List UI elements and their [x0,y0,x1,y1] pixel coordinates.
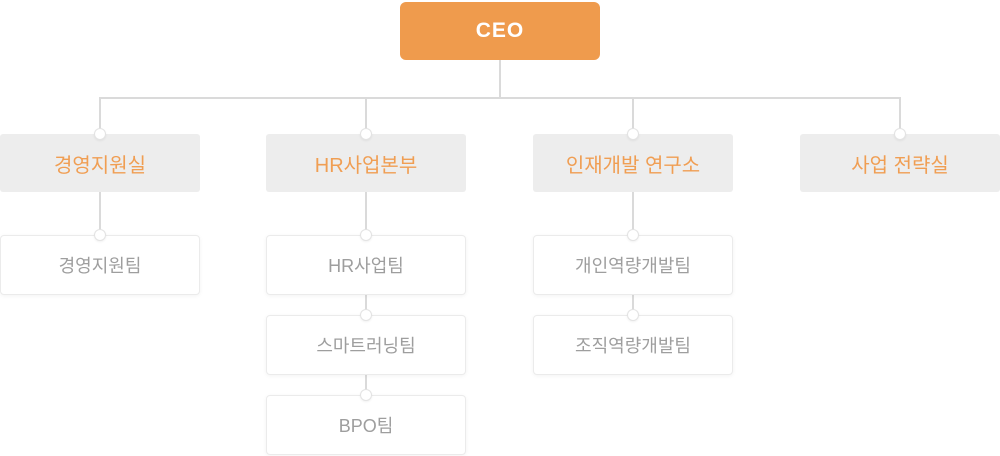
ceo-node: CEO [400,2,600,60]
connector-ceo-vertical [499,60,501,97]
team-label: HR사업팀 [328,256,404,276]
connector-dot [360,309,372,321]
team-smart-learning: 스마트러닝팀 [266,315,466,375]
connector-dot [627,128,639,140]
connector-dot [360,128,372,140]
connector-dept3-vertical [632,97,634,134]
connector-main-horizontal [99,97,901,99]
dept-label: 경영지원실 [54,154,146,177]
team-label: BPO팀 [338,416,394,436]
connector-dot [94,128,106,140]
team-label: 경영지원팀 [58,256,142,276]
connector-col2-team2 [365,295,367,315]
connector-col1-team1 [99,192,101,235]
connector-col2-team1 [365,192,367,235]
connector-dot [894,128,906,140]
connector-col3-team1 [632,192,634,235]
dept-hrd-research: 인재개발 연구소 [533,134,733,192]
connector-dot [627,229,639,241]
dept-label: 사업 전략실 [851,154,949,177]
connector-dot [627,309,639,321]
team-label: 조직역량개발팀 [575,336,691,356]
team-label: 개인역량개발팀 [575,256,691,276]
dept-label: HR사업본부 [314,154,418,177]
dept-management-support: 경영지원실 [0,134,200,192]
connector-dot [360,389,372,401]
team-hr-business: HR사업팀 [266,235,466,295]
dept-hr-business: HR사업본부 [266,134,466,192]
connector-dept2-vertical [365,97,367,134]
team-management-support: 경영지원팀 [0,235,200,295]
team-label: 스마트러닝팀 [316,336,416,356]
connector-col2-team3 [365,375,367,395]
connector-dot [360,229,372,241]
connector-dept1-vertical [99,97,101,134]
team-org-competency: 조직역량개발팀 [533,315,733,375]
connector-dept4-vertical [899,97,901,134]
dept-label: 인재개발 연구소 [565,154,701,177]
ceo-label: CEO [475,19,525,42]
team-personal-competency: 개인역량개발팀 [533,235,733,295]
connector-col3-team2 [632,295,634,315]
team-bpo: BPO팀 [266,395,466,455]
connector-dot [94,229,106,241]
dept-business-strategy: 사업 전략실 [800,134,1000,192]
